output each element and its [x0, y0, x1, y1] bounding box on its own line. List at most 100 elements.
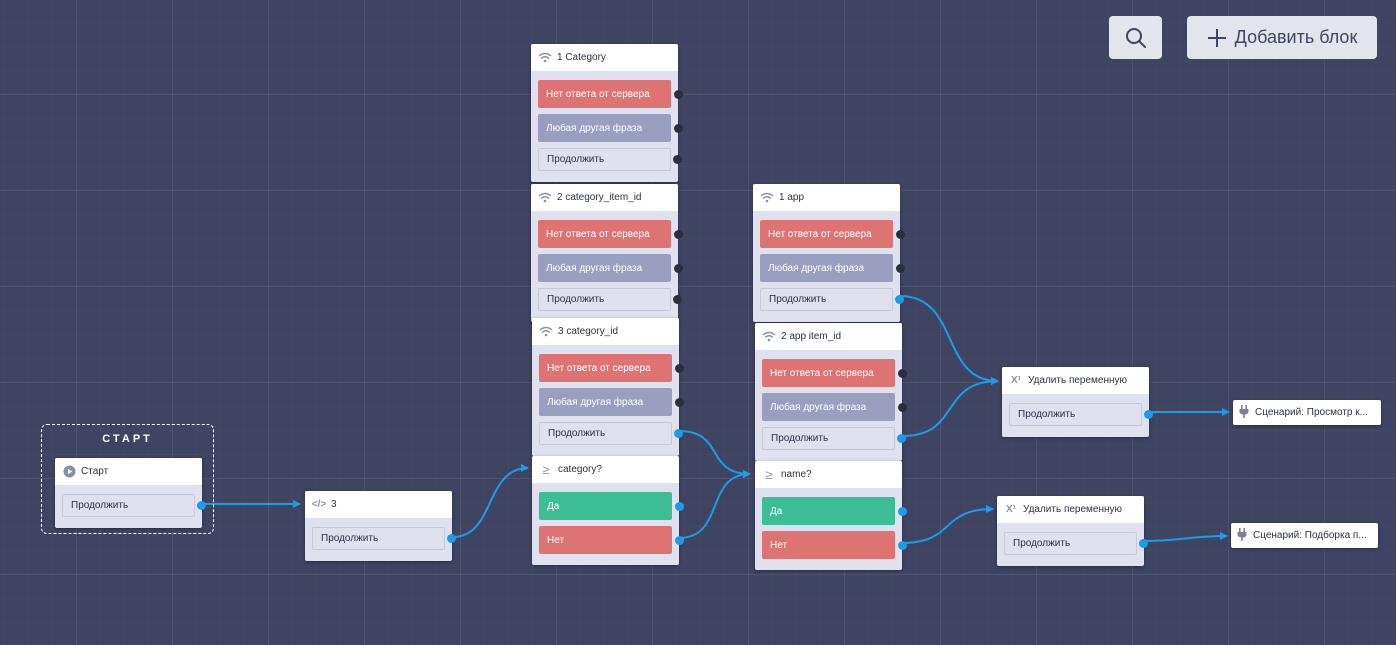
output-port[interactable]: [447, 534, 456, 543]
continue-row[interactable]: Продолжить: [762, 427, 906, 450]
output-port[interactable]: [673, 295, 682, 304]
output-port[interactable]: [674, 263, 683, 273]
continue-row[interactable]: Продолжить: [1004, 532, 1148, 555]
output-port[interactable]: [197, 501, 206, 510]
delete-variable-node-1[interactable]: X¹ Удалить переменную Продолжить: [1002, 367, 1153, 437]
any-phrase-row[interactable]: Любая другая фраза: [539, 388, 684, 416]
any-phrase-row[interactable]: Любая другая фраза: [538, 114, 683, 142]
wifi-icon: [538, 325, 554, 339]
request-node-2-category-item-id[interactable]: 2 category_item_id Нет ответа от сервера…: [531, 184, 683, 322]
condition-node-title: name?: [781, 469, 812, 480]
greater-equal-icon: ≥: [542, 462, 550, 477]
request-node-1-category[interactable]: 1 Category Нет ответа от сервера Любая д…: [531, 44, 683, 182]
condition-node-name[interactable]: ≥ name? Да Нет: [755, 461, 907, 570]
scenario-node-2[interactable]: Сценарий: Подборка п...: [1231, 523, 1378, 548]
condition-node-title: category?: [558, 464, 602, 475]
scenario-title: Сценарий: Просмотр к...: [1255, 407, 1368, 418]
wire-name-no-to-delete2: [901, 505, 994, 544]
any-phrase-row[interactable]: Любая другая фраза: [760, 254, 905, 282]
no-response-row[interactable]: Нет ответа от сервера: [538, 220, 683, 248]
continue-row[interactable]: Продолжить: [538, 148, 682, 171]
plug-icon: [1239, 404, 1249, 421]
play-icon: [61, 465, 77, 479]
output-port[interactable]: [896, 263, 905, 273]
output-port[interactable]: [898, 402, 907, 412]
output-port[interactable]: [674, 123, 683, 133]
continue-row[interactable]: Продолжить: [539, 422, 683, 445]
output-port[interactable]: [898, 506, 907, 516]
code-continue-row[interactable]: Продолжить: [312, 527, 456, 550]
any-phrase-row[interactable]: Любая другая фраза: [538, 254, 683, 282]
output-port[interactable]: [1144, 410, 1153, 419]
scenario-node-1[interactable]: Сценарий: Просмотр к...: [1233, 400, 1381, 425]
output-port[interactable]: [897, 434, 906, 443]
output-port[interactable]: [674, 229, 683, 239]
delete-variable-title: Удалить переменную: [1023, 504, 1123, 515]
output-port[interactable]: [674, 89, 683, 99]
search-icon: [1125, 27, 1146, 48]
no-row[interactable]: Нет: [539, 526, 684, 554]
start-frame-title: СТАРТ: [102, 433, 153, 445]
request-node-3-category-id[interactable]: 3 category_id Нет ответа от сервера Люба…: [532, 318, 684, 456]
no-response-row[interactable]: Нет ответа от сервера: [760, 220, 905, 248]
variable-icon: X¹: [1006, 504, 1016, 515]
plug-icon: [1237, 527, 1247, 544]
no-response-row[interactable]: Нет ответа от сервера: [762, 359, 907, 387]
request-node-1-app[interactable]: 1 app Нет ответа от сервера Любая другая…: [753, 184, 905, 322]
request-node-title: 2 category_item_id: [557, 192, 642, 203]
output-port[interactable]: [674, 429, 683, 438]
scenario-title: Сценарий: Подборка п...: [1253, 530, 1367, 541]
no-response-row[interactable]: Нет ответа от сервера: [538, 80, 683, 108]
output-port[interactable]: [675, 501, 684, 511]
no-row[interactable]: Нет: [762, 531, 907, 559]
wire-app-to-delete: [899, 295, 999, 385]
no-response-row[interactable]: Нет ответа от сервера: [539, 354, 684, 382]
output-port[interactable]: [895, 295, 904, 304]
wire-category-id-to-name: [678, 430, 751, 478]
start-continue-row[interactable]: Продолжить: [62, 494, 206, 517]
output-port[interactable]: [896, 229, 905, 239]
delete-variable-node-2[interactable]: X¹ Удалить переменную Продолжить: [997, 496, 1148, 566]
request-node-title: 3 category_id: [558, 326, 619, 337]
add-block-label: Добавить блок: [1234, 27, 1358, 47]
start-frame: [41, 424, 214, 534]
any-phrase-row[interactable]: Любая другая фраза: [762, 393, 907, 421]
output-port[interactable]: [1139, 539, 1148, 548]
wifi-icon: [537, 191, 553, 205]
output-port[interactable]: [675, 535, 684, 545]
variable-icon: X¹: [1011, 375, 1021, 386]
continue-row[interactable]: Продолжить: [538, 288, 682, 311]
request-node-title: 1 app: [779, 192, 805, 203]
search-button[interactable]: [1109, 16, 1162, 59]
plus-icon: [1207, 28, 1226, 47]
output-port[interactable]: [675, 363, 684, 373]
code-icon: </>: [311, 499, 327, 510]
start-node[interactable]: Старт Продолжить: [55, 458, 206, 528]
code-node[interactable]: </> 3 Продолжить: [305, 491, 456, 561]
wire-delete2-to-scenario: [1142, 532, 1228, 542]
wire-code-to-category: [452, 464, 529, 538]
wire-app-item-to-delete: [902, 377, 999, 437]
code-node-title: 3: [331, 499, 337, 510]
output-port[interactable]: [898, 540, 907, 550]
delete-variable-title: Удалить переменную: [1028, 375, 1128, 386]
yes-row[interactable]: Да: [762, 497, 907, 525]
continue-row[interactable]: Продолжить: [760, 288, 904, 311]
add-block-button[interactable]: Добавить блок: [1187, 16, 1377, 59]
output-port[interactable]: [673, 155, 682, 164]
start-node-title: Старт: [81, 466, 109, 477]
wifi-icon: [761, 330, 777, 344]
request-node-title: 2 app item_id: [781, 331, 842, 342]
request-node-title: 1 Category: [557, 52, 606, 63]
output-port[interactable]: [898, 368, 907, 378]
output-port[interactable]: [675, 397, 684, 407]
wifi-icon: [759, 191, 775, 205]
request-node-2-app-item-id[interactable]: 2 app item_id Нет ответа от сервера Люба…: [755, 323, 907, 461]
yes-row[interactable]: Да: [539, 492, 684, 520]
continue-row[interactable]: Продолжить: [1009, 403, 1153, 426]
condition-node-category[interactable]: ≥ category? Да Нет: [532, 456, 684, 565]
wire-category-no-to-name: [678, 470, 751, 539]
wifi-icon: [537, 51, 553, 65]
greater-equal-icon: ≥: [765, 467, 773, 482]
